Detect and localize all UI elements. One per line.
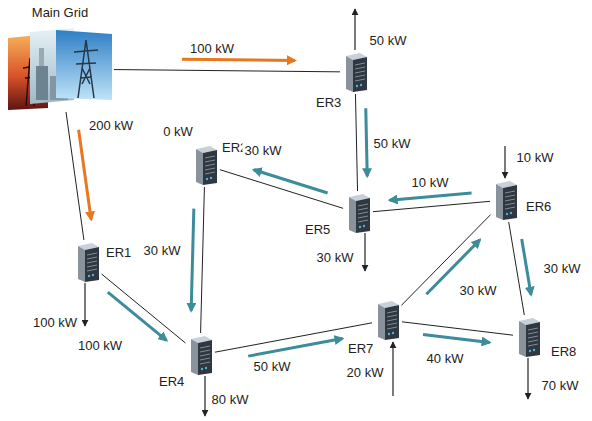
load-arrow <box>204 376 205 416</box>
server-icon <box>345 193 371 233</box>
load-arrow <box>527 358 528 399</box>
energy-router: ER8 <box>515 317 541 357</box>
load-label: 10 kW <box>515 150 556 165</box>
flow-arrow <box>108 292 167 340</box>
link-line <box>402 322 513 335</box>
flow-label: 200 kW <box>87 118 135 133</box>
flow-label: 50 kW <box>372 136 413 151</box>
server-icon <box>187 335 213 375</box>
node-label: ER7 <box>348 342 373 355</box>
load-arrow <box>504 146 505 178</box>
load-label: 30 kW <box>315 250 356 265</box>
power-link <box>509 222 531 315</box>
flow-arrow <box>254 170 328 193</box>
energy-router: ER6 <box>492 180 518 220</box>
flow-label: 30 kW <box>542 261 583 276</box>
power-link <box>373 193 490 212</box>
node-label: ER5 <box>305 223 330 236</box>
server-icon <box>192 145 218 185</box>
power-link <box>114 59 340 72</box>
node-label: ER1 <box>106 246 131 259</box>
flow-label: 100 kW <box>76 338 124 353</box>
load-label: 50 kW <box>368 33 409 48</box>
flow-label: 40 kW <box>425 351 466 366</box>
flow-arrow <box>522 239 531 295</box>
flow-arrow <box>191 209 194 311</box>
load-label: 0 kW <box>161 124 195 139</box>
link-line <box>220 170 343 209</box>
link-line <box>102 274 186 343</box>
node-label: ER6 <box>526 200 551 213</box>
server-icon <box>342 52 368 92</box>
flow-label: 10 kW <box>410 175 451 190</box>
link-line <box>114 70 340 72</box>
main-grid: Main Grid <box>8 28 112 110</box>
node-label: ER8 <box>551 345 576 358</box>
power-link <box>355 94 367 191</box>
flow-label: 30 kW <box>142 243 183 258</box>
server-icon <box>515 317 541 357</box>
flow-arrow <box>366 108 367 176</box>
link-line <box>355 94 357 191</box>
power-link <box>220 170 343 209</box>
load-arrow <box>364 233 365 271</box>
flow-arrow <box>248 339 342 357</box>
link-line <box>66 112 84 240</box>
flow-label: 100 kW <box>188 41 236 56</box>
load-label: 20 kW <box>345 365 386 380</box>
flow-arrow <box>423 334 490 342</box>
load-arrow <box>392 342 393 396</box>
load-label: 100 kW <box>31 315 79 330</box>
grid-illustration <box>8 28 112 110</box>
flow-arrow <box>390 193 472 200</box>
energy-router: ER4 <box>187 335 213 375</box>
power-link <box>102 274 186 343</box>
server-icon <box>374 300 400 340</box>
energy-router: ER3 <box>342 52 368 92</box>
power-link <box>402 322 513 343</box>
energy-router: ER2 <box>192 145 218 185</box>
server-icon <box>492 180 518 220</box>
node-label: ER4 <box>159 375 184 388</box>
node-label: ER3 <box>316 96 341 109</box>
power-link <box>191 187 204 333</box>
server-icon <box>74 242 100 282</box>
flow-label: 30 kW <box>243 143 284 158</box>
flow-arrow <box>79 130 92 220</box>
flow-label: 30 kW <box>458 283 499 298</box>
link-line <box>509 222 525 315</box>
load-label: 80 kW <box>210 392 251 407</box>
flow-label: 50 kW <box>252 359 293 374</box>
energy-router: ER1 <box>74 242 100 282</box>
flow-arrow <box>182 59 295 60</box>
node-label: Main Grid <box>8 6 112 19</box>
link-line <box>201 187 205 333</box>
energy-router: ER5 <box>345 193 371 233</box>
link-line <box>373 201 490 211</box>
energy-router: ER7 <box>374 300 400 340</box>
load-arrow <box>354 9 355 50</box>
load-arrow <box>84 283 85 326</box>
load-label: 70 kW <box>540 378 581 393</box>
